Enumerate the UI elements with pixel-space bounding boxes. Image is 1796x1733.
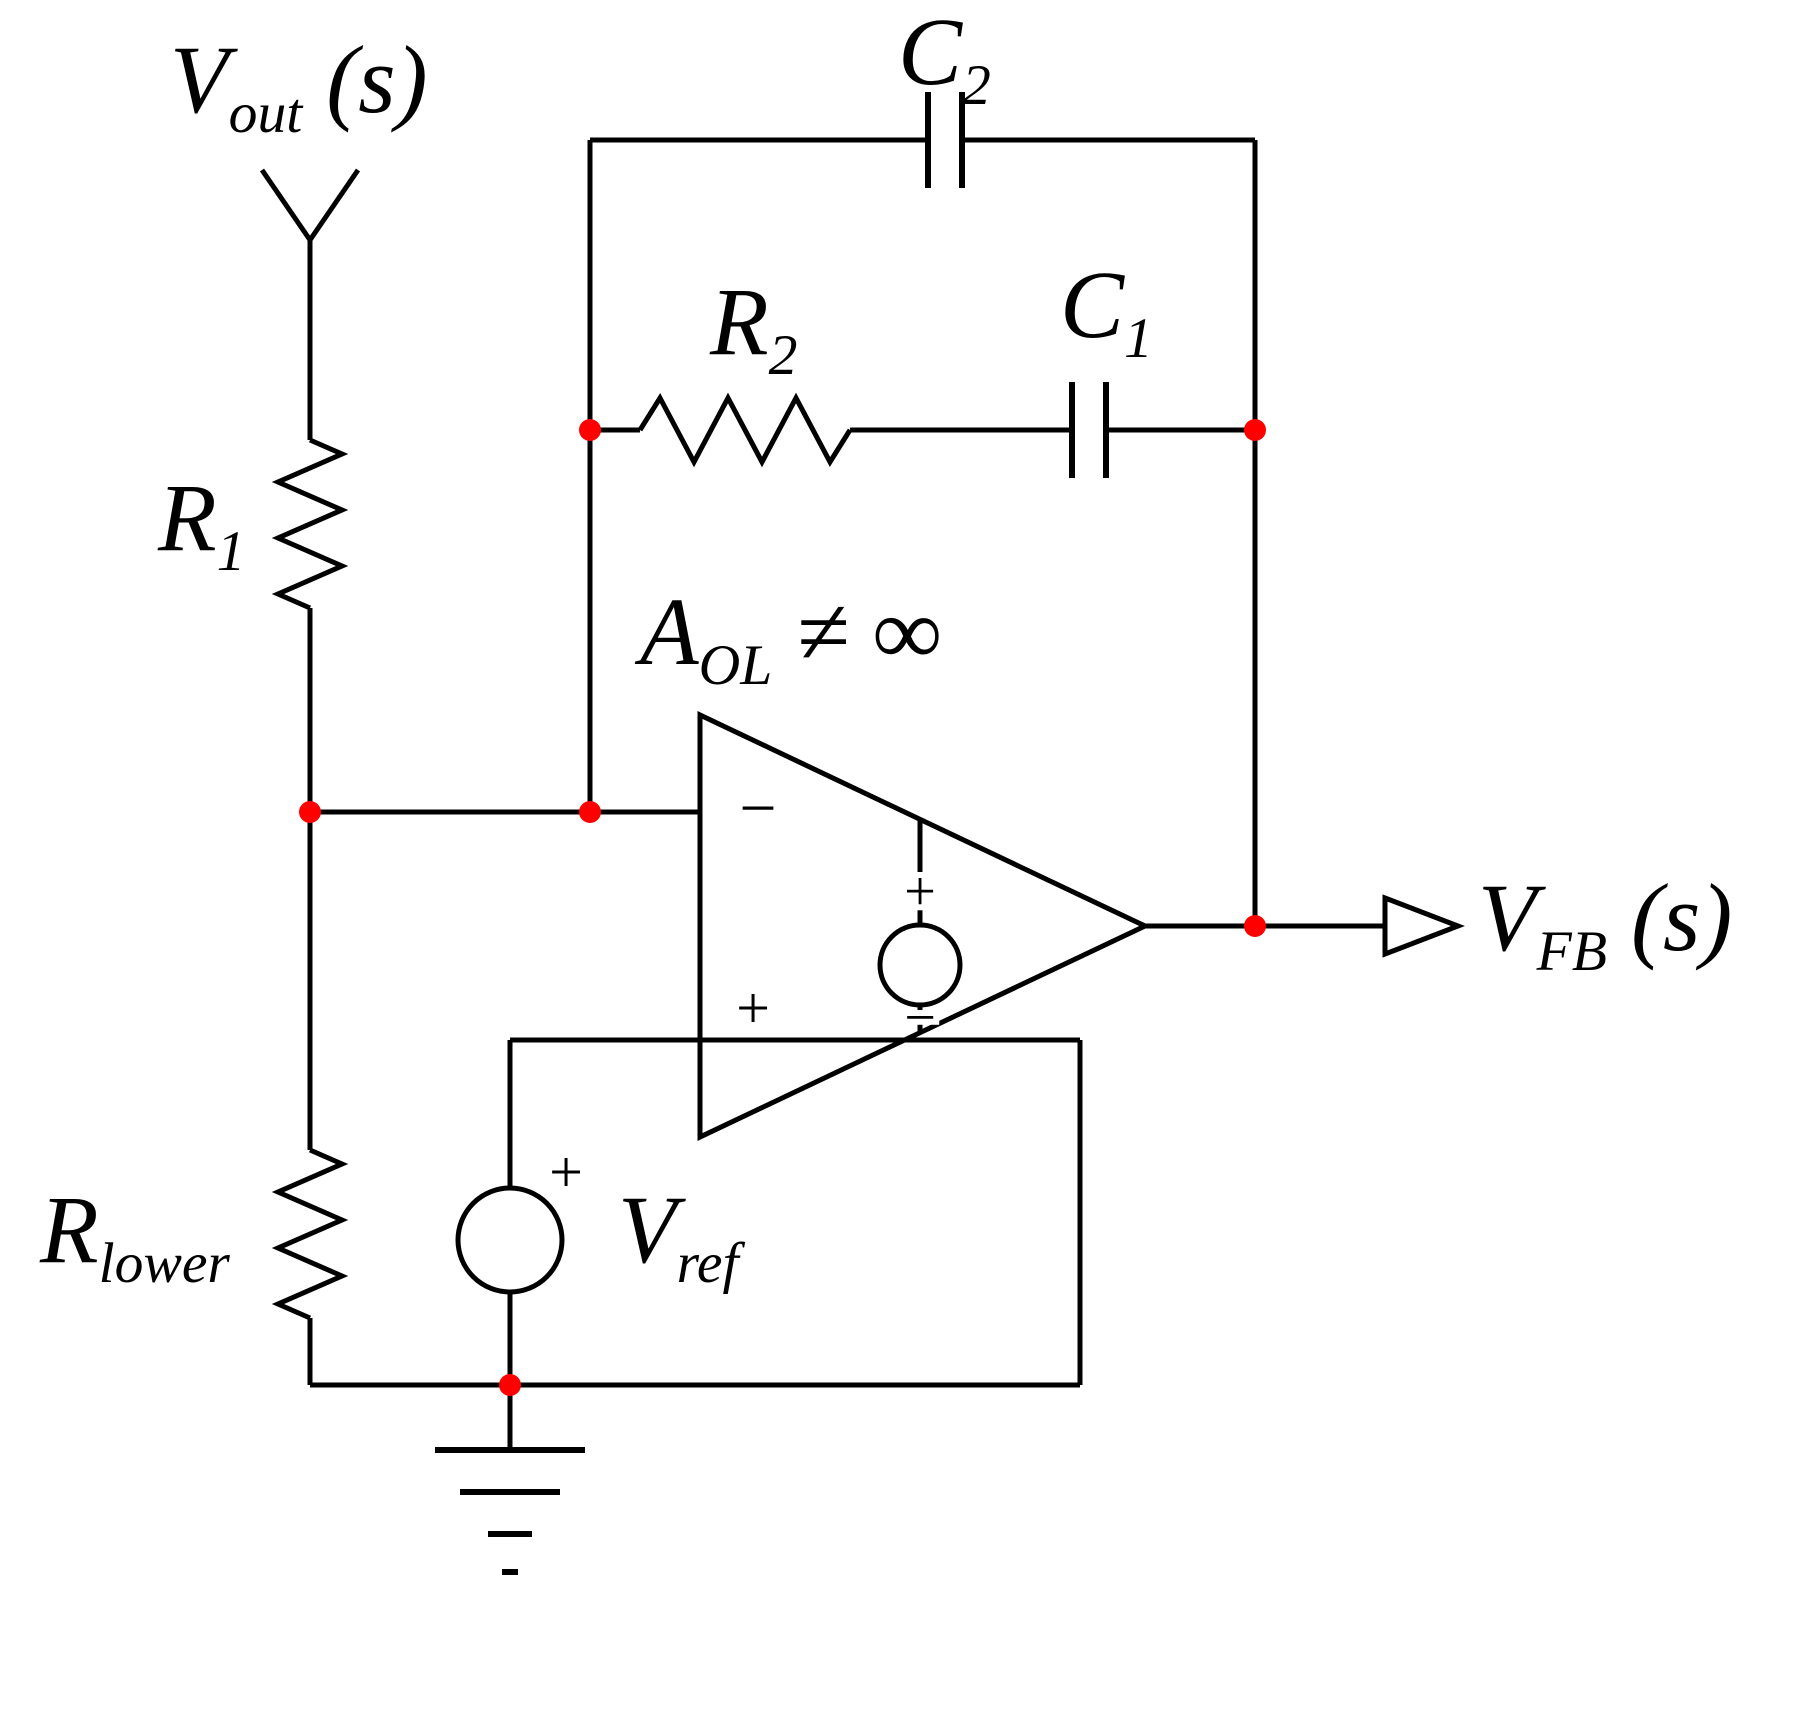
label-c2-base: C: [898, 0, 963, 105]
label-r1-base: R: [158, 464, 217, 571]
label-aol-base: A: [640, 578, 699, 685]
label-vref: Vref: [618, 1179, 738, 1292]
junction-dot: [579, 419, 601, 441]
label-vout-base: V: [170, 26, 229, 133]
vout-terminal-icon: [259, 168, 313, 242]
label-r2-sub: 2: [768, 324, 798, 388]
label-aol-sub: OL: [698, 634, 773, 698]
label-r1: R1: [158, 467, 245, 580]
resistor-r2: [637, 392, 853, 468]
junction-dot: [299, 801, 321, 823]
label-vref-base: V: [618, 1176, 677, 1283]
opamp-inverting-input-symbol: −: [739, 772, 776, 845]
resistor-rlower: [271, 1147, 349, 1321]
junction-dot: [579, 801, 601, 823]
label-c1-sub: 1: [1124, 307, 1153, 371]
label-rlower-sub: lower: [98, 1232, 230, 1296]
label-aol-suffix: ≠ ∞: [772, 578, 942, 685]
vref-source-circle: [455, 1185, 565, 1295]
vref-plus-symbol: +: [549, 1139, 583, 1205]
label-c1: C1: [1060, 254, 1153, 367]
junction-dot: [1244, 915, 1266, 937]
label-vout-sub: out: [228, 82, 303, 146]
label-rlower: Rlower: [40, 1179, 230, 1292]
label-c1-base: C: [1060, 251, 1125, 358]
label-vfb-sub: FB: [1536, 920, 1608, 984]
label-vout: Vout (s): [170, 29, 428, 142]
junction-dot: [499, 1374, 521, 1396]
label-vref-sub: ref: [676, 1232, 739, 1296]
internal-source-plus-symbol: +: [904, 861, 936, 923]
label-r1-sub: 1: [216, 520, 246, 584]
label-r2-base: R: [710, 268, 769, 375]
label-rlower-base: R: [40, 1176, 99, 1283]
internal-source-minus-symbol: −: [904, 987, 936, 1049]
label-aol: AOL ≠ ∞: [640, 581, 941, 694]
resistor-r1: [271, 437, 349, 611]
label-vfb-base: V: [1478, 864, 1537, 971]
label-c2: C2: [898, 0, 991, 114]
label-vfb: VFB (s): [1478, 867, 1732, 980]
label-c2-sub: 2: [962, 54, 991, 118]
opamp-noninverting-input-symbol: +: [736, 975, 770, 1041]
label-vout-suffix: (s): [302, 26, 428, 133]
vout-terminal-icon: [307, 168, 361, 242]
junction-dot: [1244, 419, 1266, 441]
label-r2: R2: [710, 271, 797, 384]
label-vfb-suffix: (s): [1607, 864, 1733, 971]
vfb-arrow-icon: [1382, 894, 1465, 958]
